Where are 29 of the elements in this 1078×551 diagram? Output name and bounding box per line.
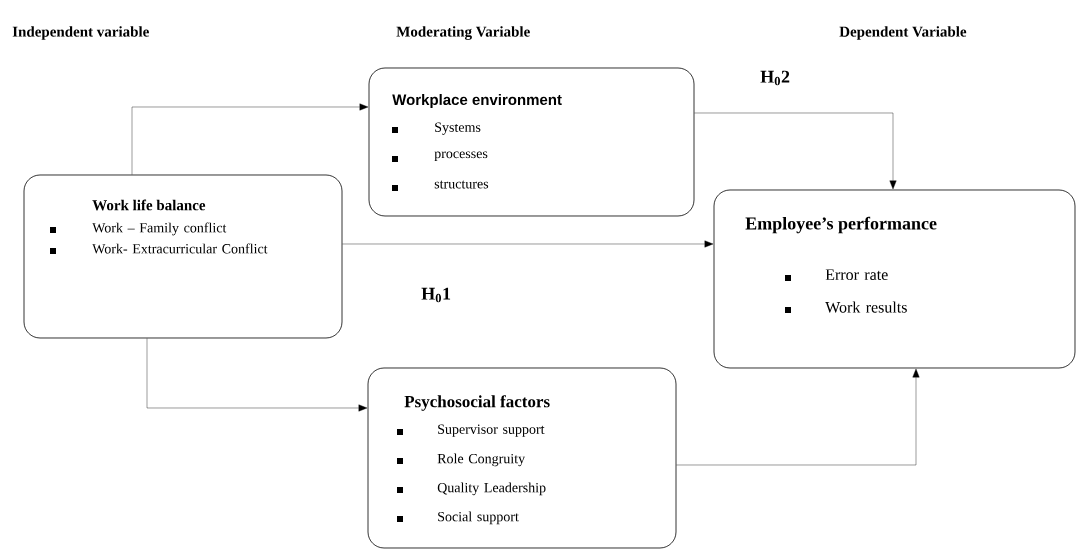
- bullet-text: processes: [434, 151, 488, 162]
- column-heading: Moderating Variable: [396, 26, 530, 40]
- bullet-text: Quality Leadership: [437, 482, 546, 496]
- bullet-text: Social support: [438, 511, 519, 525]
- arrow: [342, 240, 714, 248]
- bullet-text: Role Congruity: [437, 453, 526, 467]
- box-heading: Psychosocial factors: [404, 395, 550, 411]
- column-heading: Dependent Variable: [839, 26, 967, 40]
- bullet-text: Work – Family conflict: [92, 222, 227, 236]
- hypothesis-label: H$_{0}$2: [759, 69, 791, 87]
- hypothesis-label: H$_{0}$1: [420, 286, 452, 304]
- box-heading: Work life balance: [92, 199, 206, 211]
- rounded-box: [367, 367, 677, 549]
- arrow: [146, 338, 368, 412]
- bullet-text: Error rate: [825, 269, 888, 281]
- box-heading: Workplace environment: [392, 94, 562, 108]
- bullet-text: Work results: [825, 301, 907, 313]
- rounded-box: [23, 174, 343, 339]
- arrow: [694, 112, 897, 190]
- bullet-text: Systems: [435, 122, 481, 135]
- rounded-box: [713, 189, 1076, 369]
- rounded-box: [368, 67, 695, 217]
- bullet-text: structures: [434, 180, 489, 189]
- box-heading: Employee’s performance: [745, 216, 937, 234]
- bullet-text: Supervisor support: [438, 424, 545, 437]
- arrow: [131, 103, 369, 175]
- column-heading: Independent variable: [12, 26, 149, 40]
- arrow: [676, 368, 920, 466]
- bullet-text: Work- Extracurricular Conflict: [92, 243, 268, 254]
